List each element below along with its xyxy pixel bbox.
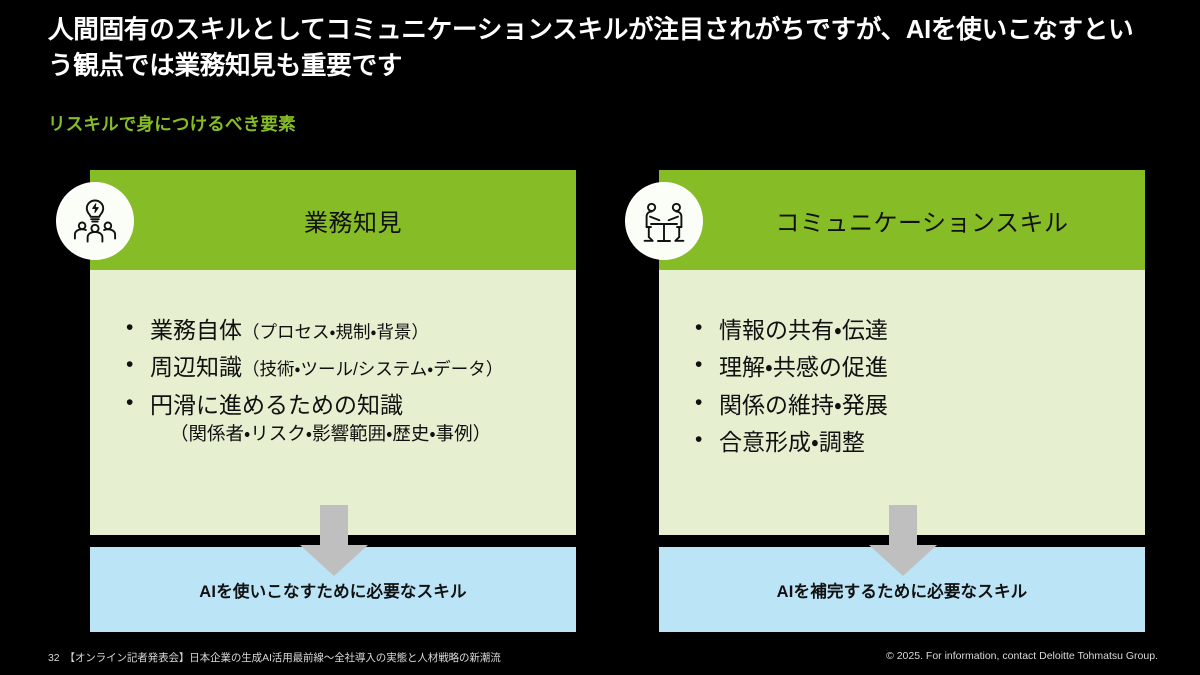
footer-copyright: © 2025. For information, contact Deloitt… bbox=[886, 650, 1158, 662]
bullet-main-text: 情報の共有・伝達 bbox=[719, 317, 888, 343]
list-item: 周辺知識（技術・ツール/システム・データ） bbox=[124, 348, 558, 386]
card-header-title: 業務知見 bbox=[304, 209, 402, 237]
list-item: 情報の共有・伝達 bbox=[693, 311, 1127, 349]
footer-page-number: 32 bbox=[48, 652, 60, 664]
card-footer-label: AIを使いこなすために必要なスキル bbox=[199, 582, 467, 601]
bullet-main-text: 関係の維持・発展 bbox=[719, 391, 888, 418]
card-header-communication-skill: コミュニケーションスキル bbox=[659, 170, 1145, 270]
bullet-main-text: 業務自体 bbox=[150, 317, 242, 343]
list-item: 業務自体（プロセス・規制・背景） bbox=[124, 311, 558, 349]
bullet-list: 情報の共有・伝達 理解・共感の促進 関係の維持・発展 合意形成・調整 bbox=[659, 311, 1145, 461]
footer-deck-info: 32 【オンライン記者発表会】日本企業の生成AI活用最前線～全社導入の実態と人材戦… bbox=[48, 650, 501, 665]
card-header-business-knowledge: 業務知見 bbox=[90, 170, 576, 270]
two-people-meeting-icon bbox=[625, 182, 703, 260]
bullet-paren-text: （技術・ツール/システム・データ） bbox=[242, 359, 504, 380]
bullet-main-text: 周辺知識 bbox=[150, 354, 242, 381]
list-item: 理解・共感の促進 bbox=[693, 348, 1127, 386]
list-item: 合意形成・調整 bbox=[693, 423, 1127, 461]
list-item: 円滑に進めるための知識 （関係者・リスク・影響範囲・歴史・事例） bbox=[124, 385, 558, 445]
bullet-main-text: 合意形成・調整 bbox=[719, 428, 865, 455]
section-subtitle: リスキルで身につけるべき要素 bbox=[48, 114, 296, 134]
card-footer-label: AIを補完するために必要なスキル bbox=[776, 582, 1028, 601]
card-business-knowledge: 業務知見 bbox=[56, 170, 576, 632]
bullet-main-text: 理解・共感の促進 bbox=[719, 354, 888, 381]
bullet-paren-text: （プロセス・規制・背景） bbox=[242, 322, 429, 342]
bullet-sub-text: （関係者・リスク・影響範囲・歴史・事例） bbox=[170, 422, 492, 444]
card-communication-skill: コミュニケーションスキル bbox=[625, 170, 1145, 632]
bullet-list: 業務自体（プロセス・規制・背景） 周辺知識（技術・ツール/システム・データ） 円… bbox=[90, 311, 576, 445]
card-body-business-knowledge: 業務自体（プロセス・規制・背景） 周辺知識（技術・ツール/システム・データ） 円… bbox=[90, 270, 576, 535]
lightbulb-people-icon bbox=[56, 182, 134, 260]
card-body-communication-skill: 情報の共有・伝達 理解・共感の促進 関係の維持・発展 合意形成・調整 bbox=[659, 270, 1145, 535]
down-arrow-icon bbox=[868, 505, 938, 577]
bullet-main-text: 円滑に進めるための知識 bbox=[150, 391, 403, 418]
card-header-title: コミュニケーションスキル bbox=[775, 209, 1069, 237]
page-title: 人間固有のスキルとしてコミュニケーションスキルが注目されがちですが、AIを使いこ… bbox=[48, 16, 1134, 81]
footer-deck-title: 【オンライン記者発表会】日本企業の生成AI活用最前線～全社導入の実態と人材戦略の… bbox=[64, 652, 501, 664]
list-item: 関係の維持・発展 bbox=[693, 385, 1127, 424]
down-arrow-icon bbox=[299, 505, 369, 577]
